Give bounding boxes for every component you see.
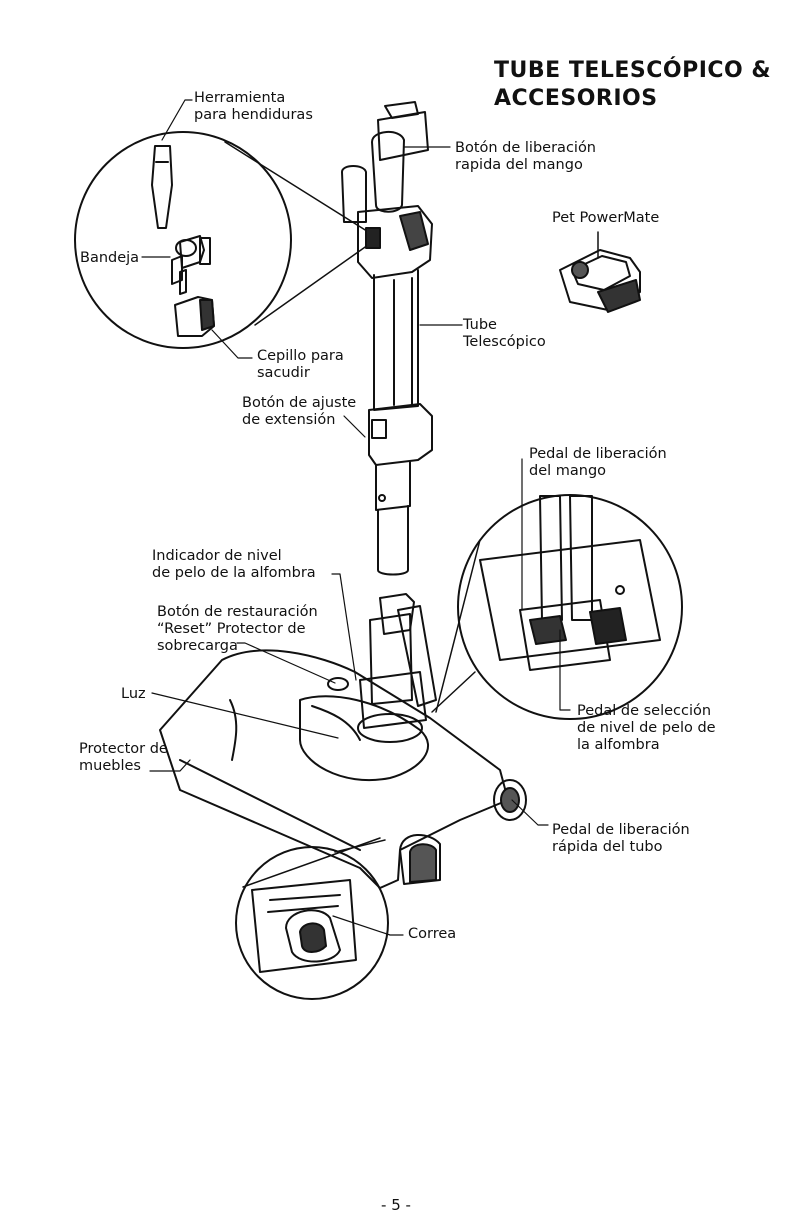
label-furniture-guard: Protector de muebles	[79, 741, 168, 774]
label-carpet-height-indicator: Indicador de nivel de pelo de la alfombr…	[152, 548, 316, 581]
label-carpet-height-pedal: Pedal de selección de nivel de pelo de l…	[577, 703, 716, 753]
accessory-detail-circle	[74, 131, 371, 349]
dusting-brush-icon	[174, 296, 215, 337]
page-title-line-1: TUBE TELESCÓPICO &	[494, 58, 772, 83]
page-title-line-2: ACCESORIOS	[494, 86, 658, 111]
crevice-tool-icon	[151, 145, 173, 229]
label-pet-powermate: Pet PowerMate	[552, 210, 660, 226]
label-dusting-brush: Cepillo para sacudir	[257, 348, 344, 381]
page-number: - 5 -	[381, 1196, 411, 1214]
vacuum-body	[357, 593, 437, 743]
label-belt: Correa	[408, 926, 457, 942]
label-reset-overload-button: Botón de restauración “Reset” Protector …	[157, 604, 318, 654]
label-telescopic-tube: Tube Telescópico	[463, 317, 546, 350]
label-extension-adjust-button: Botón de ajuste de extensión	[242, 395, 357, 428]
label-crevice-tool: Herramienta para hendiduras	[194, 90, 313, 123]
tray-icon	[171, 235, 211, 295]
label-handle-release-pedal: Pedal de liberación del mango	[529, 446, 667, 479]
telescopic-tube	[341, 101, 433, 576]
pet-powermate-icon	[559, 231, 641, 313]
label-tube-quick-release-pedal: Pedal de liberación rápida del tubo	[552, 822, 690, 855]
label-tray: Bandeja	[80, 250, 140, 266]
belt-detail-circle	[235, 837, 389, 1000]
power-nozzle	[159, 649, 527, 889]
label-light: Luz	[121, 686, 146, 702]
leader-lines	[141, 99, 571, 936]
label-handle-quick-release-button: Botón de liberación rapida del mango	[455, 140, 596, 173]
handle-release-detail-circle	[431, 494, 683, 720]
